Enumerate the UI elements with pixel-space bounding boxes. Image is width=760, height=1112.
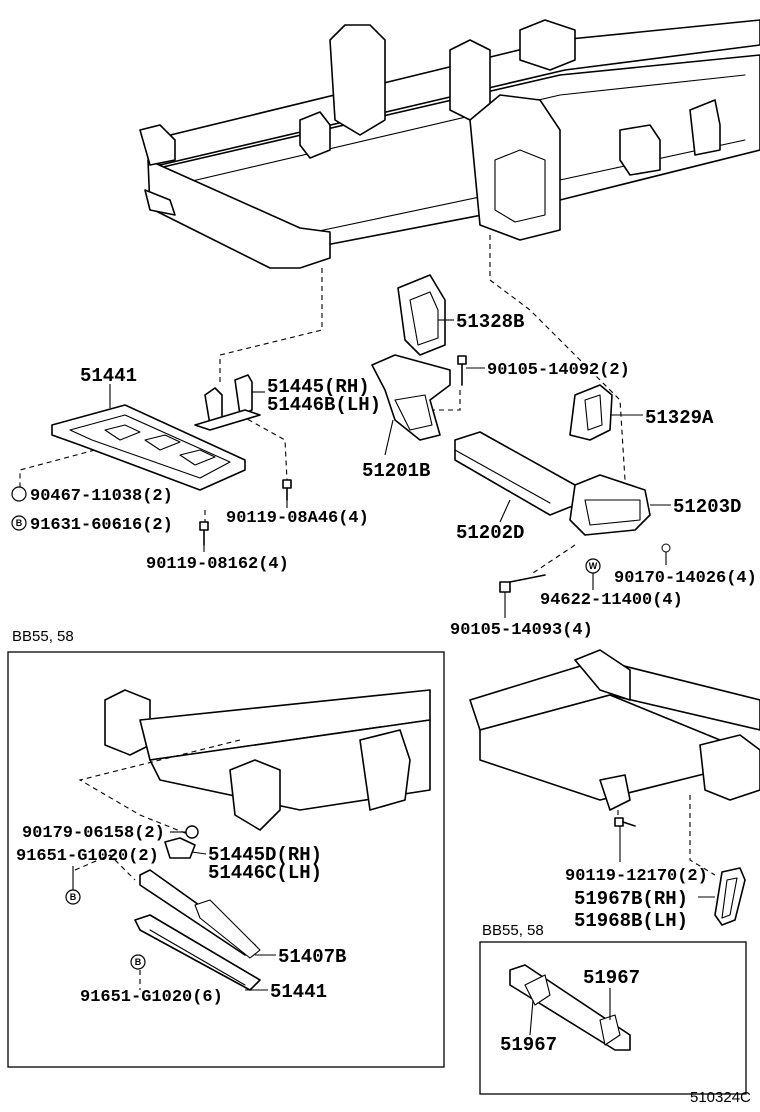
crossmember-plate-51441 xyxy=(51,404,246,491)
nut-icon-90467 xyxy=(11,486,27,502)
label-90105-14092: 90105-14092(2) xyxy=(487,361,630,380)
bracket-51445-51446B xyxy=(194,374,261,431)
bolt-90119-12170 xyxy=(614,817,636,827)
bracket-51328B xyxy=(397,274,446,356)
right-detail-box xyxy=(479,941,747,1095)
top-labels: 51328B 90105-14092(2) 51441 51445(RH) 51… xyxy=(30,311,757,640)
label-51445-rh: 51445(RH) xyxy=(267,376,370,398)
label-51203D: 51203D xyxy=(673,496,741,518)
bolt-badge-91651-6: B xyxy=(130,954,146,970)
label-51446b-lh: 51446B(LH) xyxy=(267,394,381,416)
crossmember-51202D xyxy=(454,431,576,516)
washer-badge: W xyxy=(585,558,601,574)
left-detail-box xyxy=(7,651,445,1068)
label-51328B: 51328B xyxy=(456,311,524,333)
label-51329A: 51329A xyxy=(645,407,714,429)
right-frame-dashed xyxy=(617,795,716,876)
label-51446c-lh: 51446C(LH) xyxy=(208,862,322,884)
bracket-51329A xyxy=(569,384,613,441)
svg-text:B: B xyxy=(70,892,77,902)
label-91651-g1020-6: 91651-G1020(6) xyxy=(80,988,223,1007)
left-box-brackets xyxy=(134,837,261,991)
label-51967-b: 51967 xyxy=(500,1034,557,1056)
bolt-badge-91631: B xyxy=(11,515,27,531)
label-90467-11038: 90467-11038(2) xyxy=(30,487,173,506)
label-51967b-rh: 51967B(RH) xyxy=(574,888,688,910)
label-51407B: 51407B xyxy=(278,946,346,968)
mudguard-51967B xyxy=(714,867,746,926)
label-51968b-lh: 51968B(LH) xyxy=(574,910,688,932)
label-94622-11400: 94622-11400(4) xyxy=(540,591,683,610)
top-dashed-leaders xyxy=(19,235,626,576)
label-51967-a: 51967 xyxy=(583,967,640,989)
svg-text:B: B xyxy=(16,518,23,528)
top-frame-assembly xyxy=(139,19,760,269)
bolt-badge-91651-2: B xyxy=(65,889,81,905)
left-box-title: BB55, 58 xyxy=(12,628,74,645)
label-91631-60616: 91631-60616(2) xyxy=(30,516,173,535)
left-box-bolt xyxy=(185,825,199,839)
label-51201B: 51201B xyxy=(362,460,430,482)
left-box-frame xyxy=(104,689,431,831)
label-51202D: 51202D xyxy=(456,522,524,544)
right-frame-labels: 90119-12170(2) 51967B(RH) 51968B(LH) xyxy=(565,826,715,932)
label-91651-g1020-2: 91651-G1020(2) xyxy=(16,847,159,866)
label-90105-14093: 90105-14093(4) xyxy=(450,621,593,640)
svg-text:W: W xyxy=(589,561,598,571)
label-51441-bottom: 51441 xyxy=(270,981,327,1003)
right-box-title: BB55, 58 xyxy=(482,922,544,939)
left-box-dashed-leaders xyxy=(74,739,241,990)
label-90170-14026: 90170-14026(4) xyxy=(614,569,757,588)
label-51445d-rh: 51445D(RH) xyxy=(208,844,322,866)
svg-text:B: B xyxy=(135,957,142,967)
label-90119-08A46: 90119-08A46(4) xyxy=(226,509,369,528)
right-frame-assembly xyxy=(469,649,760,811)
label-90119-08162: 90119-08162(4) xyxy=(146,555,289,574)
bracket-51201B xyxy=(371,354,451,441)
label-90119-12170: 90119-12170(2) xyxy=(565,867,708,886)
label-90179-06158: 90179-06158(2) xyxy=(22,824,165,843)
bolt-hardware xyxy=(199,355,671,593)
left-box-labels: 90179-06158(2) 91651-G1020(2) 51445D(RH)… xyxy=(16,824,346,1007)
right-box-labels: 51967 51967 xyxy=(500,967,640,1056)
mount-51203D xyxy=(569,474,651,536)
diagram-code: 510324C xyxy=(690,1089,751,1106)
label-51441-top: 51441 xyxy=(80,365,137,387)
